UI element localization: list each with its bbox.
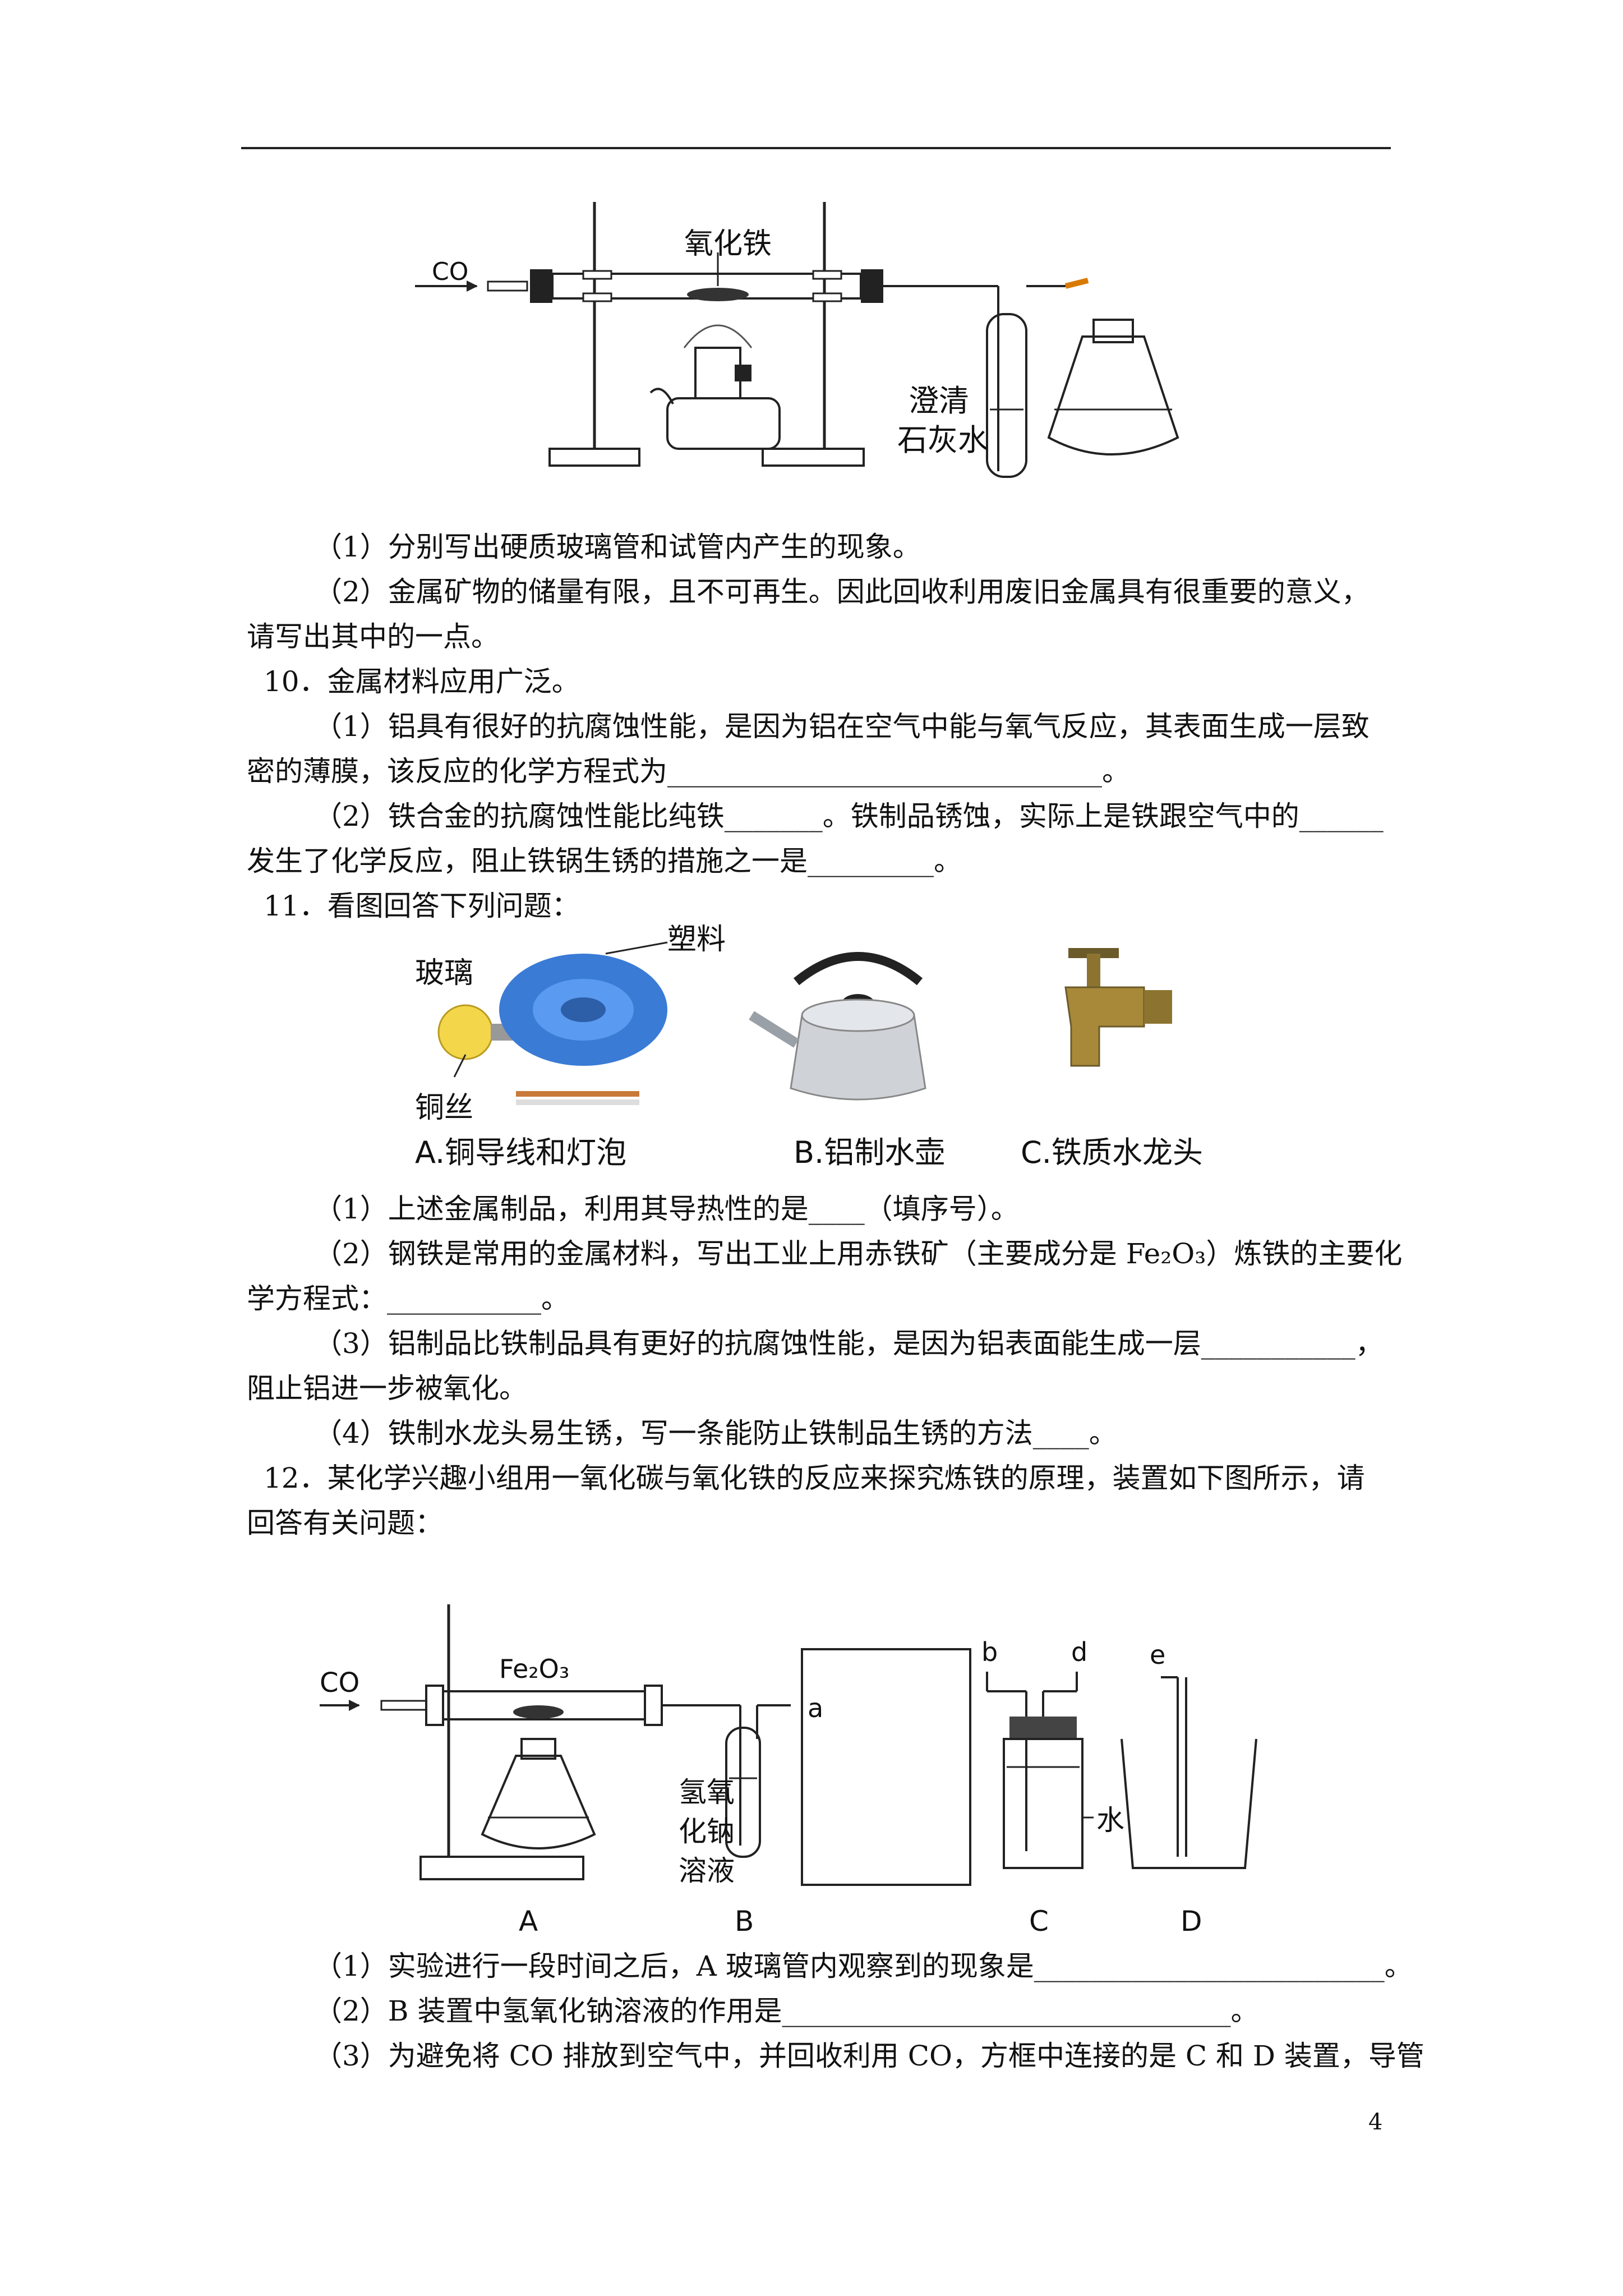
apparatus-diagram-1 (415, 202, 920, 467)
q9-p2-b: 请写出其中的一点。 (247, 620, 499, 653)
caption-c: C.铁质水龙头 (1021, 1135, 1203, 1170)
naoh-label-2: 化钠 (679, 1815, 735, 1848)
caption-c-2: C (1029, 1905, 1049, 1938)
metal-products-images (437, 941, 1172, 1105)
q12-p1: （1）实验进行一段时间之后，A 玻璃管内观察到的现象是_____________… (314, 1950, 1413, 1982)
naoh-label-1: 氢氧 (679, 1776, 735, 1809)
q12-p3: （3）为避免将 CO 排放到空气中，并回收利用 CO，方框中连接的是 C 和 D… (314, 2040, 1424, 2072)
figure-iron-smelting: CO Fe₂O₃ a b d e 氢氧 化钠 溶液 水 A B C D (314, 1593, 1380, 1941)
q10-p1-a: （1）铝具有很好的抗腐蚀性能，是因为铝在空气中能与氧气反应，其表面生成一层致 (314, 710, 1370, 743)
fe2o3-label: 氧化铁 (684, 227, 772, 261)
limewater-label-2: 石灰水 (897, 422, 988, 458)
q11-p2-a: （2）钢铁是常用的金属材料，写出工业上用赤铁矿（主要成分是 Fe₂O₃）炼铁的主… (314, 1237, 1403, 1270)
co-label-2: CO (320, 1667, 360, 1699)
q12-title-b: 回答有关问题： (247, 1507, 443, 1539)
port-b-label: b (981, 1637, 998, 1667)
q11-p4: （4）铁制水龙头易生锈，写一条能防止铁制品生锈的方法____。 (314, 1417, 1117, 1450)
port-d-label: d (1071, 1637, 1088, 1667)
caption-a-2: A (519, 1905, 538, 1938)
q12-p2: （2）B 装置中氢氧化钠溶液的作用是______________________… (314, 1995, 1259, 2027)
port-a-label: a (808, 1693, 824, 1723)
page-number: 4 (1368, 2109, 1383, 2135)
q12-title-a: 12．某化学兴趣小组用一氧化碳与氧化铁的反应来探究炼铁的原理，装置如下图所示，请 (264, 1462, 1365, 1494)
q9-p2-a: （2）金属矿物的储量有限，且不可再生。因此回收利用废旧金属具有很重要的意义， (314, 576, 1370, 608)
water-label: 水 (1096, 1804, 1124, 1837)
q11-p3-a: （3）铝制品比铁制品具有更好的抗腐蚀性能，是因为铝表面能生成一层________… (314, 1327, 1384, 1360)
co-label: CO (432, 257, 469, 286)
q11-title: 11．看图回答下列问题： (264, 890, 580, 922)
caption-d-2: D (1181, 1905, 1202, 1938)
fe2o3-label-2: Fe₂O₃ (499, 1654, 570, 1684)
q10-p1-b: 密的薄膜，该反应的化学方程式为_________________________… (247, 755, 1130, 788)
limewater-and-lamp (897, 278, 1179, 478)
port-e-label: e (1150, 1640, 1166, 1670)
naoh-label-3: 溶液 (679, 1855, 735, 1887)
caption-a: A.铜导线和灯泡 (415, 1135, 627, 1170)
q10-p2-b: 发生了化学反应，阻止铁锅生锈的措施之一是_________。 (247, 845, 962, 877)
q11-p3-b: 阻止铝进一步被氧化。 (247, 1372, 527, 1405)
figure-metal-products: 玻璃 塑料 铜丝 A.铜导线和灯泡 B.铝制水壶 C.铁质水龙头 (404, 920, 1245, 1189)
q11-p1: （1）上述金属制品，利用其导热性的是____（填序号）。 (314, 1193, 1019, 1225)
copper-wire-label: 铜丝 (415, 1091, 474, 1125)
glass-label: 玻璃 (415, 956, 474, 990)
figure-limewater: 澄清 石灰水 (897, 269, 1301, 494)
q10-p2-a: （2）铁合金的抗腐蚀性能比纯铁_______。铁制品锈蚀，实际上是铁跟空气中的_… (314, 800, 1384, 832)
figure-co-reduction: 氧化铁 CO (415, 191, 920, 494)
q10-title: 10．金属材料应用广泛。 (264, 665, 580, 698)
q11-p2-b: 学方程式：___________。 (247, 1282, 569, 1315)
plastic-label: 塑料 (667, 923, 726, 956)
caption-b-2: B (735, 1905, 754, 1938)
caption-b: B.铝制水壶 (794, 1135, 946, 1170)
q9-p1: （1）分别写出硬质玻璃管和试管内产生的现象。 (314, 531, 921, 563)
apparatus-diagram-2 (320, 1604, 1257, 1886)
header-rule (241, 147, 1391, 149)
limewater-label-1: 澄清 (909, 383, 969, 418)
